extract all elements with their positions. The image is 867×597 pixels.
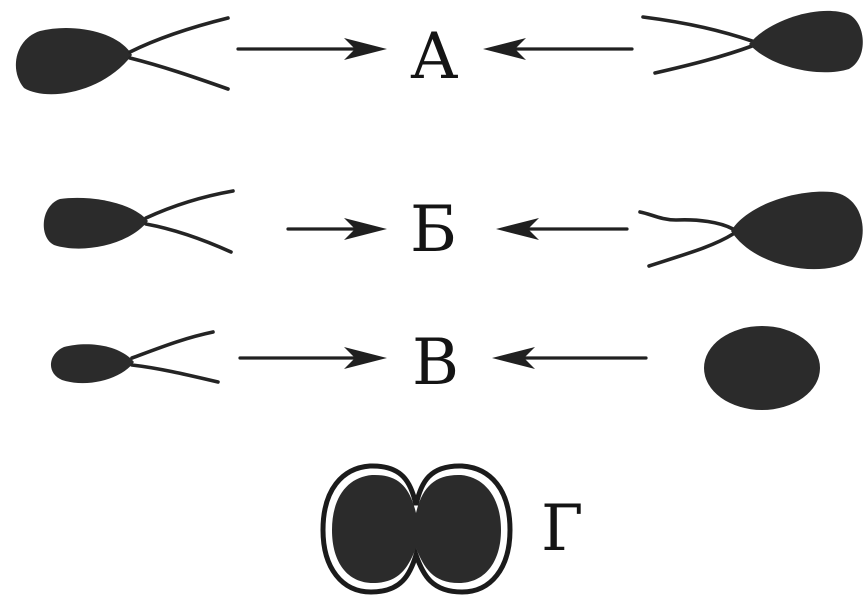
row-a: А xyxy=(16,11,863,94)
right-gamete-v xyxy=(704,326,820,410)
right-gamete-b xyxy=(731,192,863,270)
right-gamete-a-flagellum-upper xyxy=(643,17,752,41)
row-b: Б xyxy=(44,191,863,269)
left-gamete-a xyxy=(16,28,132,94)
right-gamete-b-flagellum-lower xyxy=(649,234,733,266)
zygote xyxy=(332,475,501,583)
left-gamete-b xyxy=(44,198,148,249)
stage-label-a: А xyxy=(410,20,458,94)
stage-label-g: Г xyxy=(541,492,583,566)
left-gamete-v-flagellum-upper xyxy=(132,332,213,358)
left-gamete-v-flagellum-lower xyxy=(132,365,218,382)
right-gamete-b-flagellum-upper xyxy=(640,212,733,229)
left-gamete-b-flagellum-upper xyxy=(146,191,233,218)
zygote-group: Г xyxy=(323,466,583,592)
right-gamete-a-flagellum-lower xyxy=(655,46,752,73)
right-gamete-a xyxy=(749,11,863,72)
stage-label-b: Б xyxy=(410,193,457,267)
left-gamete-a-flagellum-lower xyxy=(130,58,228,89)
left-gamete-v xyxy=(51,344,134,383)
left-gamete-a-flagellum-upper xyxy=(130,18,228,52)
left-gamete-b-flagellum-lower xyxy=(146,224,231,252)
row-v: В xyxy=(51,326,820,410)
stage-label-v: В xyxy=(412,326,459,400)
